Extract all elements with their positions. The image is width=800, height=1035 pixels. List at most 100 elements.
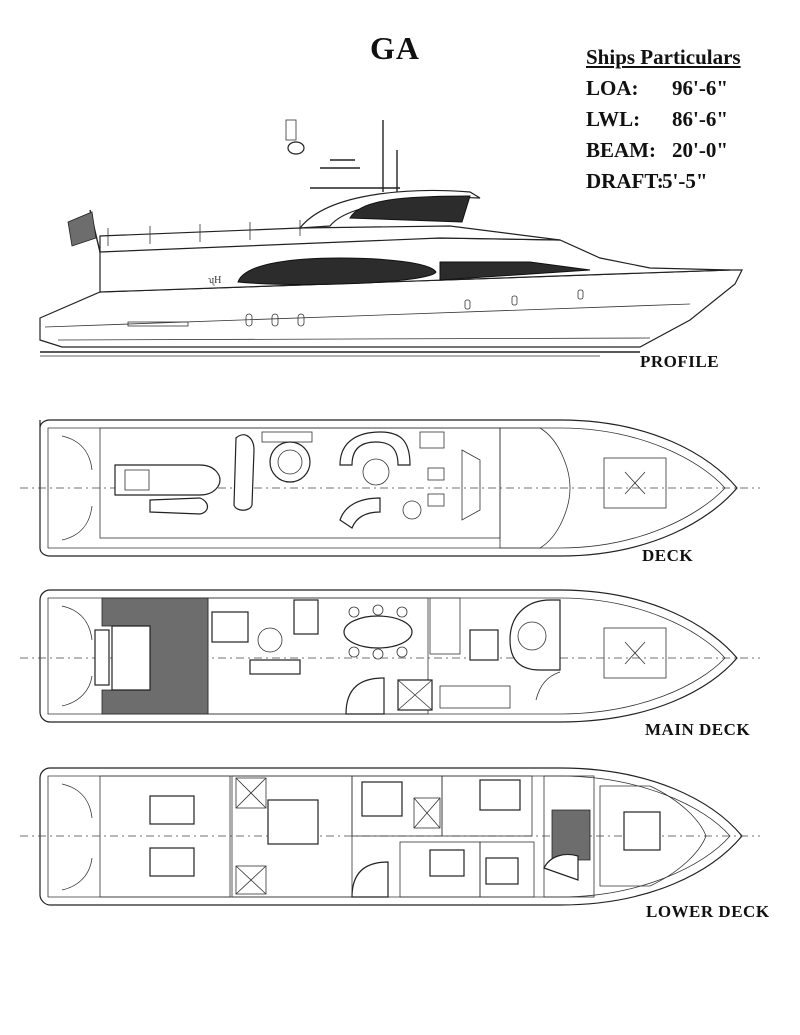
salon-chair [293,599,319,635]
sheer-stripe [44,303,691,328]
tender-boat [114,464,221,496]
dining-chair [372,604,384,616]
boot-stripe [57,337,651,341]
particular-label: DRAFT: [586,169,664,193]
aft-settee [94,629,110,686]
helm-chair [427,467,445,481]
ships-particulars-panel: Ships Particulars LOA: 96'-6" LWL: 86'-6… [586,42,741,197]
lower-staircase [351,861,389,898]
particular-label: BEAM: [586,138,656,162]
vip-berth [361,781,403,817]
transom-stairs [61,783,93,891]
salon-sofa [211,611,249,643]
hatch-cross [624,641,646,665]
galley-cabinets [439,685,511,709]
particular-value: 5'-5" [662,169,708,193]
porthole [271,313,279,327]
porthole [245,313,253,327]
deck-plan [20,419,760,557]
lower-deck-label: LOWER DECK [646,902,770,921]
dining-chair [348,646,360,658]
deck-label: DECK [642,546,694,565]
guest-cabin [479,841,535,898]
spa-inner [277,449,303,475]
transom-stairs [61,605,93,707]
particular-value: 96'-6" [672,76,728,100]
ensuite-head [235,777,267,809]
hull-logo: ʯH [208,275,221,286]
galley-counter [429,597,461,655]
hardtop-windscreen [349,195,471,223]
page-title: GA [370,30,420,66]
spiral-staircase [345,677,385,715]
curved-settee [339,431,411,466]
crew-stair [543,853,579,881]
coffee-table [257,627,283,653]
salon-sofa [249,659,301,675]
master-stateroom [231,775,353,898]
particular-label: LWL: [586,107,641,131]
pilothouse-table [517,621,547,651]
porthole [297,313,305,327]
porthole [464,299,471,310]
dining-chair [396,646,408,658]
forepeak-cabin [599,785,707,887]
head-grid [235,777,267,809]
particular-row-beam: BEAM: 20'-0" [586,135,741,166]
profile-view: ʯH [39,119,743,357]
master-berth [267,799,319,845]
particular-value: 86'-6" [672,107,728,131]
radome [287,141,305,155]
engine [149,847,195,877]
head-grid [413,797,441,829]
particular-row-loa: LOA: 96'-6" [586,73,741,104]
main-deck-plan [20,589,760,723]
side-table [402,500,422,520]
particulars-heading: Ships Particulars [586,45,741,69]
flybridge-deck [99,225,561,253]
guest-berth [479,779,521,811]
pilothouse-stair [535,671,561,701]
transom-stairs [61,435,93,541]
windscreen-edge [499,427,571,549]
particular-value: 20'-0" [672,138,728,162]
mast-light [285,119,297,141]
aft-deck-table [111,625,151,691]
dining-chair [396,606,408,618]
guest-cabin [441,775,533,837]
salon [207,597,429,715]
foredeck-hatch [603,457,667,509]
engine-room [99,775,231,898]
dining-table [343,615,413,649]
galley-island [469,629,499,661]
particular-row-draft: DRAFT: 5'-5" [586,166,741,197]
deck-hull-outline [39,419,738,557]
forepeak-berth [623,811,661,851]
jet-ski [149,497,209,515]
day-head-grid [397,679,433,711]
tender-console [124,469,150,491]
guest-berth [485,857,519,885]
bar-counter [261,431,313,443]
crew-mess [551,809,591,861]
flag [67,211,97,247]
dining-chair [348,606,360,618]
pilothouse-window [439,261,591,281]
salon-window [237,257,437,286]
lounge-sofa [339,497,381,529]
particular-row-lwl: LWL: 86'-6" [586,104,741,135]
foredeck-hatch [603,627,667,679]
main-deck-label: MAIN DECK [645,720,751,739]
porthole [577,289,584,300]
flybridge-rail [107,220,301,246]
ensuite-head [235,865,267,895]
deck-cabinet [419,431,445,449]
spa-tub [269,441,311,483]
guest-berth [429,849,465,877]
pilothouse-settee [509,599,561,671]
engine [149,795,195,825]
hatch-cross [624,471,646,495]
vip-head [413,797,441,829]
hull-window-strip [127,321,189,327]
